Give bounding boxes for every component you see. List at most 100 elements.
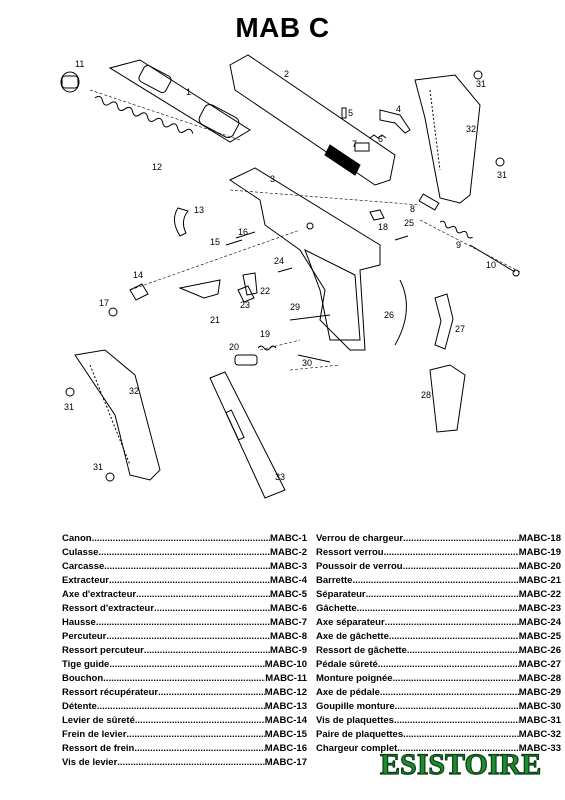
part-row: Ressort de freinMABC-16 (62, 742, 307, 756)
part-row: Chargeur complet MABC-33 (316, 742, 561, 756)
part-19-ressort-verrou (257, 345, 277, 351)
part-21-barrette (178, 279, 221, 299)
part-code: MABC-19 (518, 547, 561, 558)
part-code: MABC-24 (518, 617, 561, 628)
part-name: Ressort de frein (62, 743, 135, 754)
part-name: Goupille monture (316, 701, 395, 712)
part-row: Hausse MABC-7 (62, 616, 307, 630)
part-code: MABC-7 (270, 617, 307, 628)
part-row: Ressort verrou MABC-19 (316, 546, 561, 560)
part-27-pedale-surete (434, 293, 454, 350)
part-code: MABC-32 (518, 729, 561, 740)
part-name: Carcasse (62, 561, 105, 572)
callout-31: 31 (476, 79, 486, 89)
part-code: MABC-33 (518, 743, 561, 754)
part-row: Frein de levierMABC-15 (62, 728, 307, 742)
leader-dots (395, 700, 519, 714)
part-24-axe-separateur (277, 267, 293, 273)
part-name: Chargeur complet (316, 743, 398, 754)
part-row: Pédale sûretéMABC-27 (316, 658, 561, 672)
part-name: Axe de gâchette (316, 631, 389, 642)
part-18-verrou-de-chargeur (369, 209, 385, 221)
callout-labels: 1234567891011121314151617181920212223242… (64, 59, 507, 482)
part-code: MABC-10 (264, 659, 307, 670)
part-row: DétenteMABC-13 (62, 700, 307, 714)
part-code: MABC-9 (270, 645, 307, 656)
part-name: Barrette (316, 575, 353, 586)
part-code: MABC-22 (518, 589, 561, 600)
part-22-separateur (242, 272, 258, 296)
leader-dots (384, 546, 519, 560)
part-9-ressort-percuteur (439, 220, 473, 239)
part-4-extracteur (379, 109, 411, 134)
part-code: MABC-14 (264, 715, 307, 726)
part-code: MABC-12 (264, 687, 307, 698)
part-23-gachette (237, 285, 255, 303)
leader-dots (154, 602, 270, 616)
part-name: Canon (62, 533, 92, 544)
part-name: Ressort verrou (316, 547, 384, 558)
callout-7: 7 (352, 139, 357, 149)
callout-12: 12 (152, 162, 162, 172)
part-26-ressort-de-gachette (394, 279, 407, 346)
part-name: Ressort récupérateur (62, 687, 159, 698)
callout-30: 30 (302, 358, 312, 368)
leader-dots (98, 546, 270, 560)
leader-dots (403, 532, 519, 546)
part-11-bouchon (60, 71, 80, 93)
part-code: MABC-1 (270, 533, 307, 544)
callout-11: 11 (75, 59, 84, 69)
leader-dots (403, 728, 519, 742)
callout-9: 9 (456, 240, 461, 250)
part-row: Ressort d'extracteurMABC-6 (62, 602, 307, 616)
part-row: BouchonMABC-11 (62, 672, 307, 686)
part-28-monture-poignee (429, 364, 466, 433)
part-row: Vis de levierMABC-17 (62, 756, 307, 770)
part-code: MABC-30 (518, 701, 561, 712)
logo-text: ESISTOIRE (380, 748, 541, 779)
callout-8: 8 (410, 204, 415, 214)
esistoire-logo: ESISTOIRE (379, 747, 541, 779)
part-14-levier-de-surete (129, 283, 149, 301)
callout-16: 16 (238, 227, 248, 237)
part-code: MABC-25 (518, 631, 561, 642)
leader-dots (407, 644, 519, 658)
part-5-axe-extracteur (341, 107, 347, 119)
part-6-ressort-extracteur (369, 134, 387, 139)
leader-dots (106, 630, 270, 644)
callout-13: 13 (194, 205, 204, 215)
part-row: GâchetteMABC-23 (316, 602, 561, 616)
part-name: Axe d'extracteur (62, 589, 137, 600)
part-name: Pédale sûreté (316, 659, 378, 670)
part-code: MABC-20 (518, 561, 561, 572)
part-row: ExtracteurMABC-4 (62, 574, 307, 588)
part-name: Ressort d'extracteur (62, 603, 155, 614)
part-name: Vis de plaquettes (316, 715, 394, 726)
parts-list-left: CanonMABC-1CulasseMABC-2CarcasseMABC-3Ex… (62, 532, 307, 770)
part-code: MABC-11 (265, 673, 307, 684)
callout-31-2: 31 (497, 170, 507, 180)
part-row: Carcasse MABC-3 (62, 560, 307, 574)
part-code: MABC-28 (518, 673, 561, 684)
part-code: MABC-3 (270, 561, 307, 572)
leader-dots (380, 686, 519, 700)
part-name: Frein de levier (62, 729, 127, 740)
part-row: Ressort récupérateur MABC-12 (62, 686, 307, 700)
part-row: Monture poignéeMABC-28 (316, 672, 561, 686)
callout-17: 17 (99, 298, 109, 308)
callout-28: 28 (421, 390, 431, 400)
callout-6: 6 (378, 134, 383, 144)
part-row: Goupille monture MABC-30 (316, 700, 561, 714)
part-code: MABC-17 (264, 757, 307, 768)
callout-31-4: 31 (93, 462, 103, 472)
callout-18: 18 (378, 222, 388, 232)
part-code: MABC-26 (518, 645, 561, 656)
part-name: Percuteur (62, 631, 107, 642)
leader-dots (385, 616, 519, 630)
part-row: Axe d'extracteurMABC-5 (62, 588, 307, 602)
part-name: Hausse (62, 617, 96, 628)
part-row: Verrou de chargeurMABC-18 (316, 532, 561, 546)
callout-4: 4 (396, 104, 401, 114)
leader-dots (104, 560, 270, 574)
